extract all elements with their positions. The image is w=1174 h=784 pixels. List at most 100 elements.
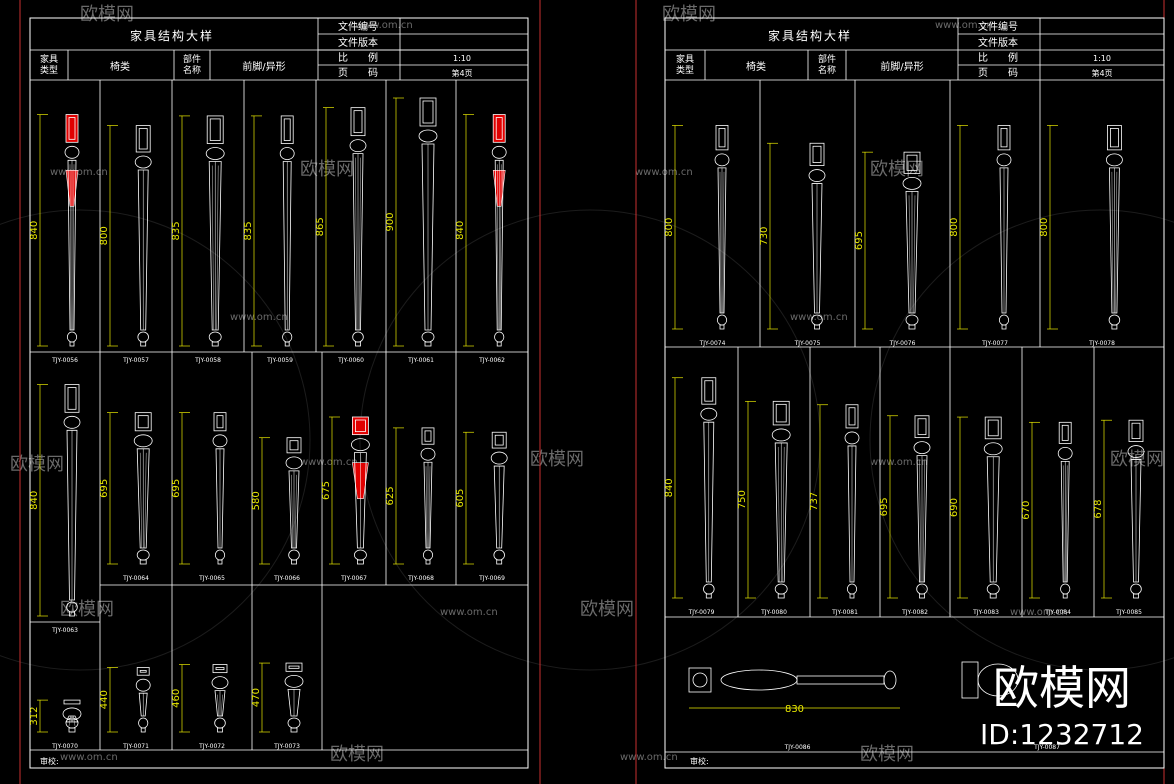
stretcher-end-collar <box>883 670 897 690</box>
leg-foot-base <box>69 611 75 617</box>
leg-foot-base <box>705 593 712 599</box>
leg-carving-panel <box>906 154 918 171</box>
leg-foot-base <box>496 559 503 565</box>
leg-top-block <box>206 115 224 144</box>
watermark-url: www.om.cn <box>1010 607 1068 618</box>
watermark-brand: 欧模网 <box>330 744 384 765</box>
leg-flute <box>923 459 925 583</box>
leg-flute <box>722 171 725 314</box>
part-code: TJY-0087 <box>1033 744 1060 751</box>
leg-carving-panel <box>68 117 76 140</box>
leg-shaft <box>353 452 367 549</box>
leg-shaft <box>138 692 148 717</box>
dimension-label: 460 <box>171 689 182 708</box>
leg-flute <box>69 164 72 331</box>
leg-flute <box>144 452 147 549</box>
leg-turned-collar <box>1106 153 1123 167</box>
leg-flute <box>1111 171 1114 314</box>
dimension-label: 800 <box>664 218 675 237</box>
leg-foot-base <box>1111 324 1118 330</box>
part-code: TJY-0081 <box>831 609 858 616</box>
watermark-brand: 欧模网 <box>300 159 354 180</box>
dimension-label: 800 <box>1039 218 1050 237</box>
part-code: TJY-0070 <box>51 743 78 750</box>
leg-carving-panel <box>289 440 299 451</box>
watermark-url: www.om.cn <box>620 752 678 763</box>
leg-top-block <box>63 699 81 705</box>
dimension-label: 670 <box>1021 501 1032 520</box>
leg-foot-base <box>355 341 361 347</box>
leg-top-block <box>280 115 294 144</box>
leg-flute <box>359 157 361 331</box>
leg-shaft <box>421 143 435 331</box>
leg-top-block <box>351 416 369 436</box>
leg-turned-collar <box>491 145 507 159</box>
leg-shaft <box>847 445 857 583</box>
leg-foot-base <box>1001 324 1007 330</box>
leg-shaft <box>717 167 727 314</box>
leg-foot-base <box>284 341 290 347</box>
parts-layer: 840TJY-0056800TJY-0057835TJY-0058835TJY-… <box>29 97 1145 751</box>
sheet-right: 家具结构大样 文件编号 文件版本 比 例 页 码 1:10 第4页 家具类型 椅… <box>635 0 1165 784</box>
part-code: TJY-0069 <box>478 575 505 582</box>
leg-top-block <box>134 412 152 432</box>
watermark-brand: 欧模网 <box>80 4 134 25</box>
leg-foot-base <box>496 341 502 347</box>
file-version-label: 文件版本 <box>978 36 1018 49</box>
sheet-title: 家具结构大样 <box>768 28 852 43</box>
leg-turned-collar <box>279 147 295 160</box>
leg-turned-collar <box>1127 445 1145 458</box>
stretcher-turned-bulb <box>977 663 1019 697</box>
dimension-label: 605 <box>455 489 466 508</box>
watermark-url: www.om.cn <box>790 312 848 323</box>
leg-top-block <box>715 125 729 151</box>
leg-top-block <box>701 377 717 405</box>
leg-carving-panel <box>1000 128 1008 148</box>
leg-flute <box>221 694 223 717</box>
leg-flute <box>1115 171 1118 314</box>
leg-carving-panel <box>1061 424 1069 441</box>
leg-top-block <box>64 384 80 413</box>
leg-top-block <box>285 662 303 672</box>
leg-top-block <box>136 667 150 676</box>
leg-foot-base <box>919 593 925 599</box>
part-code: TJY-0067 <box>340 575 367 582</box>
dimension-label: 900 <box>385 212 396 231</box>
watermark-brand: 欧模网 <box>860 744 914 765</box>
part-code: TJY-0082 <box>901 609 928 616</box>
watermark-brand: 欧模网 <box>60 599 114 620</box>
part-code: TJY-0085 <box>1115 609 1142 616</box>
part-code: TJY-0056 <box>51 357 78 364</box>
leg-top-block <box>1058 421 1072 444</box>
leg-top-block <box>1128 419 1144 442</box>
leg-turned-collar <box>420 447 436 461</box>
leg-shaft <box>811 183 823 314</box>
leg-turned-collar <box>284 674 304 688</box>
dimension-label: 580 <box>251 491 262 510</box>
watermark-arc <box>869 209 1174 671</box>
watermark-url: www.om.cn <box>230 312 288 323</box>
leg-shaft <box>1130 459 1142 583</box>
part-code: TJY-0063 <box>51 627 78 634</box>
leg-top-block <box>997 125 1011 151</box>
leg-turned-collar <box>913 441 931 455</box>
leg-foot-base <box>356 559 364 565</box>
dimension-label: 830 <box>785 704 804 715</box>
part-code: TJY-0071 <box>122 743 149 750</box>
leg-shaft <box>494 159 504 331</box>
scale-label: 比 例 <box>978 51 1018 64</box>
part-code: TJY-0074 <box>699 340 726 347</box>
leg-flute <box>778 446 780 583</box>
dimension-label: 750 <box>737 490 748 509</box>
leg-flute <box>913 195 916 314</box>
watermark-brand: 欧模网 <box>530 449 584 470</box>
